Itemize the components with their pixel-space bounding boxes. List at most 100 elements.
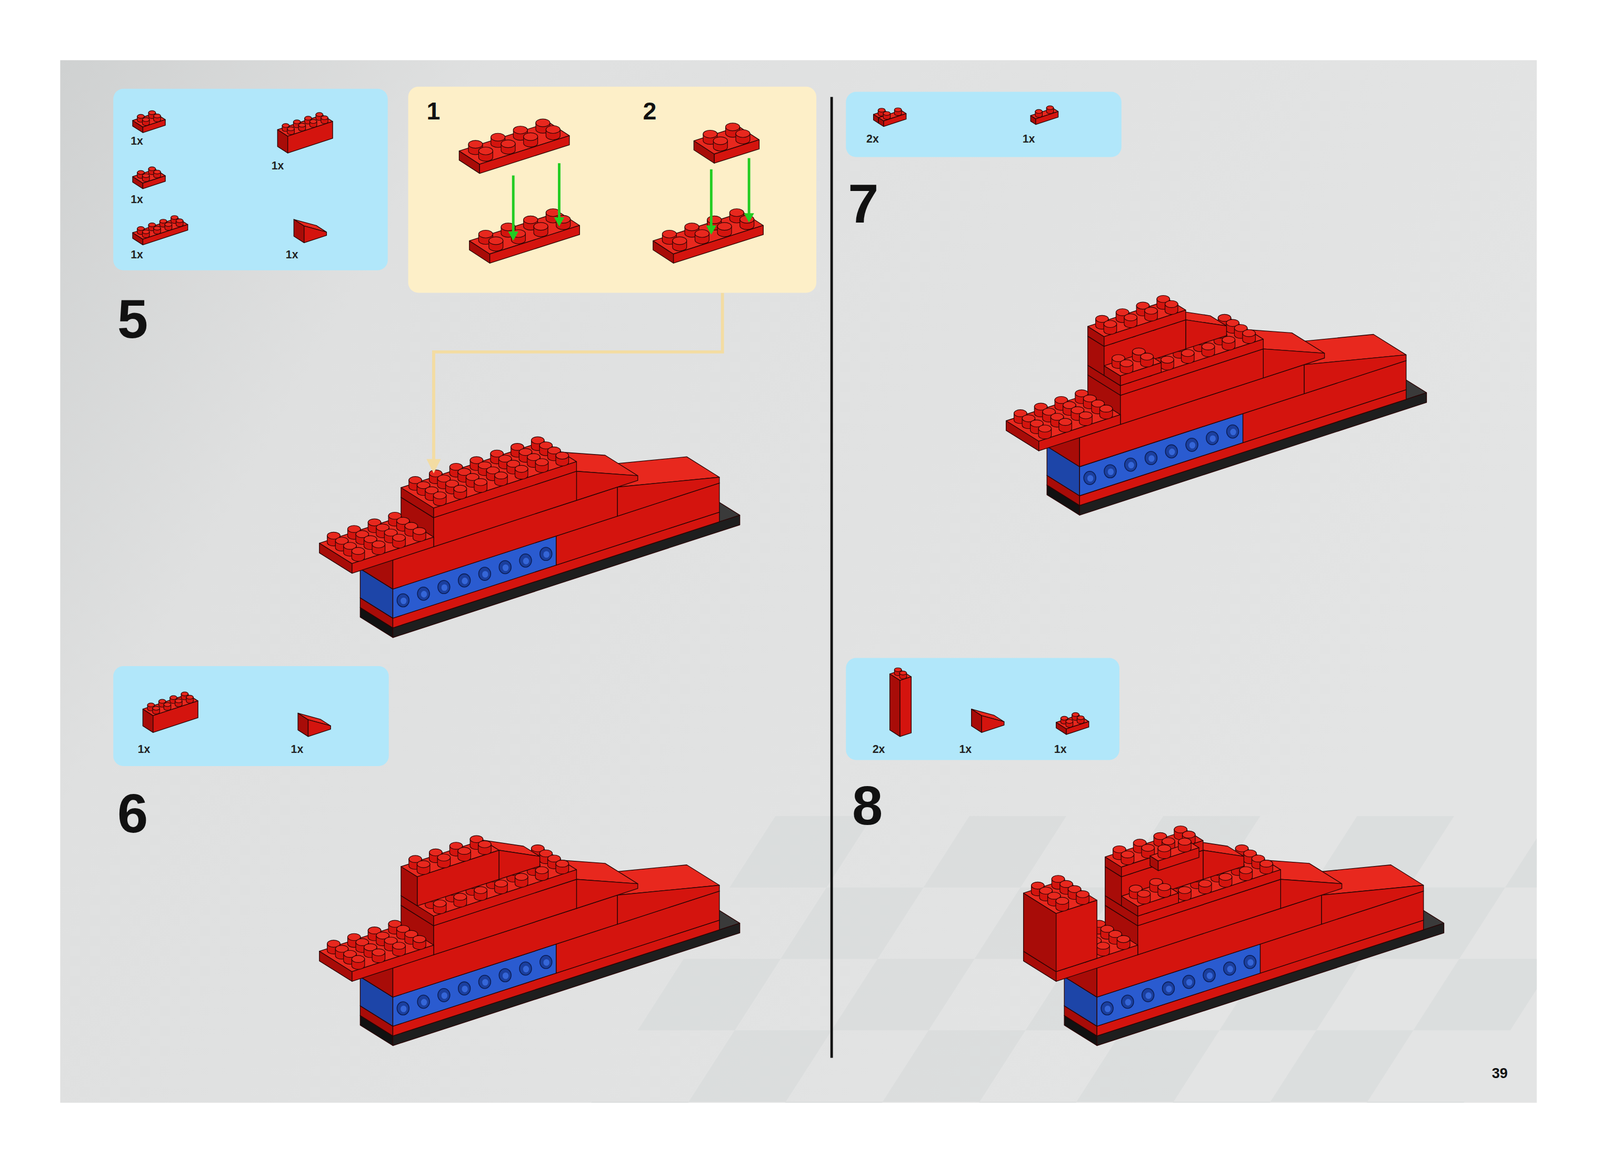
stud-top <box>501 140 516 148</box>
technic-hole <box>1162 982 1175 996</box>
technic-hole-inner <box>1148 455 1155 463</box>
quantity-label: 1x <box>130 248 144 260</box>
stud-top <box>453 893 467 901</box>
stud-top <box>662 230 677 238</box>
brick-front <box>1321 885 1424 925</box>
stud-top <box>153 226 161 230</box>
brick-front <box>1121 841 1204 878</box>
stud-top <box>514 465 528 473</box>
stud-top <box>1079 412 1093 419</box>
stud-top <box>478 841 492 848</box>
parts-panel: 2x1x <box>845 91 1122 157</box>
stud-top <box>1181 349 1195 357</box>
technic-hole <box>1142 988 1155 1003</box>
brick-front <box>981 715 1005 733</box>
stud-top <box>1218 873 1232 881</box>
technic-hole-inner <box>1189 442 1196 449</box>
stud-top <box>703 130 718 138</box>
stud-top <box>555 452 569 459</box>
quantity-label: 1x <box>291 743 304 755</box>
technic-hole <box>1121 995 1134 1009</box>
brick-front <box>1304 354 1407 394</box>
stud-top <box>457 847 471 855</box>
checker-cell <box>688 1030 832 1103</box>
stud-top <box>163 702 171 707</box>
stud-top <box>1222 336 1235 344</box>
stud-top <box>142 117 150 122</box>
stud-top <box>372 541 385 548</box>
stud-top <box>137 114 145 118</box>
parts-panel: 2x1x1x <box>845 658 1120 761</box>
technic-hole-inner <box>421 591 427 598</box>
quantity-label: 1x <box>1022 133 1036 145</box>
stud-top <box>392 534 406 542</box>
stud-top <box>137 170 145 175</box>
stud-top <box>1242 329 1256 337</box>
technic-hole <box>1124 458 1137 472</box>
stud-top <box>474 886 487 894</box>
stud-top <box>159 219 167 224</box>
technic-hole-inner <box>523 557 529 565</box>
technic-hole-inner <box>421 999 427 1007</box>
technic-hole <box>540 547 553 561</box>
brick-front <box>617 885 720 925</box>
stud-top <box>672 236 687 245</box>
divider-line <box>830 96 834 1058</box>
parts-drawing <box>113 88 388 271</box>
brick-front <box>352 537 434 574</box>
technic-hole-inner <box>523 966 529 974</box>
stud-top <box>142 230 150 234</box>
stud-top <box>153 114 161 118</box>
model-step-7 <box>1006 295 1427 516</box>
assembly-arrowhead <box>706 225 717 235</box>
stud-top <box>315 112 323 117</box>
technic-hole <box>417 995 430 1009</box>
technic-hole-inner <box>482 571 488 578</box>
technic-hole-inner <box>482 979 488 987</box>
stud-top <box>453 485 467 493</box>
stud-top <box>883 111 890 116</box>
technic-hole <box>1244 955 1257 969</box>
checker-cell <box>729 816 873 888</box>
technic-hole <box>437 580 450 594</box>
model-step-6 <box>319 835 740 1046</box>
parts-drawing <box>845 658 1120 761</box>
technic-hole-inner <box>1186 979 1193 987</box>
technic-hole <box>396 593 409 607</box>
checker-cell <box>740 1102 883 1104</box>
stud-top <box>298 123 306 127</box>
stud-top <box>137 226 145 231</box>
checker-cell <box>1270 1030 1414 1103</box>
stud-top <box>1035 109 1043 114</box>
technic-hole-inner <box>502 972 509 980</box>
stud-top <box>148 223 156 227</box>
technic-hole <box>478 975 492 989</box>
stud-top <box>478 230 493 238</box>
technic-hole-inner <box>441 992 448 1000</box>
stud-top <box>372 948 385 956</box>
technic-hole <box>519 554 532 568</box>
brick-side <box>890 674 900 737</box>
stud-top <box>351 955 365 963</box>
technic-hole-inner <box>1227 966 1234 974</box>
stud-top <box>1058 418 1072 426</box>
stud-top <box>1103 320 1117 328</box>
technic-hole-inner <box>1247 959 1254 967</box>
quantity-label: 1x <box>1054 743 1067 755</box>
stud-top <box>351 547 365 555</box>
checker-cell <box>831 958 975 1031</box>
stud-top <box>545 125 560 134</box>
stud-top <box>437 854 450 862</box>
technic-hole <box>478 567 492 581</box>
stud-top <box>392 942 406 950</box>
technic-hole <box>498 560 512 574</box>
brick-front <box>900 676 912 737</box>
stud-top <box>181 692 188 696</box>
stud-top <box>158 699 166 704</box>
stud-top <box>1239 866 1253 874</box>
technic-hole-inner <box>461 577 468 585</box>
parts-drawing <box>408 86 817 294</box>
model-step-8 <box>1023 826 1445 1047</box>
technic-hole <box>417 587 430 601</box>
stud-top <box>478 146 493 155</box>
